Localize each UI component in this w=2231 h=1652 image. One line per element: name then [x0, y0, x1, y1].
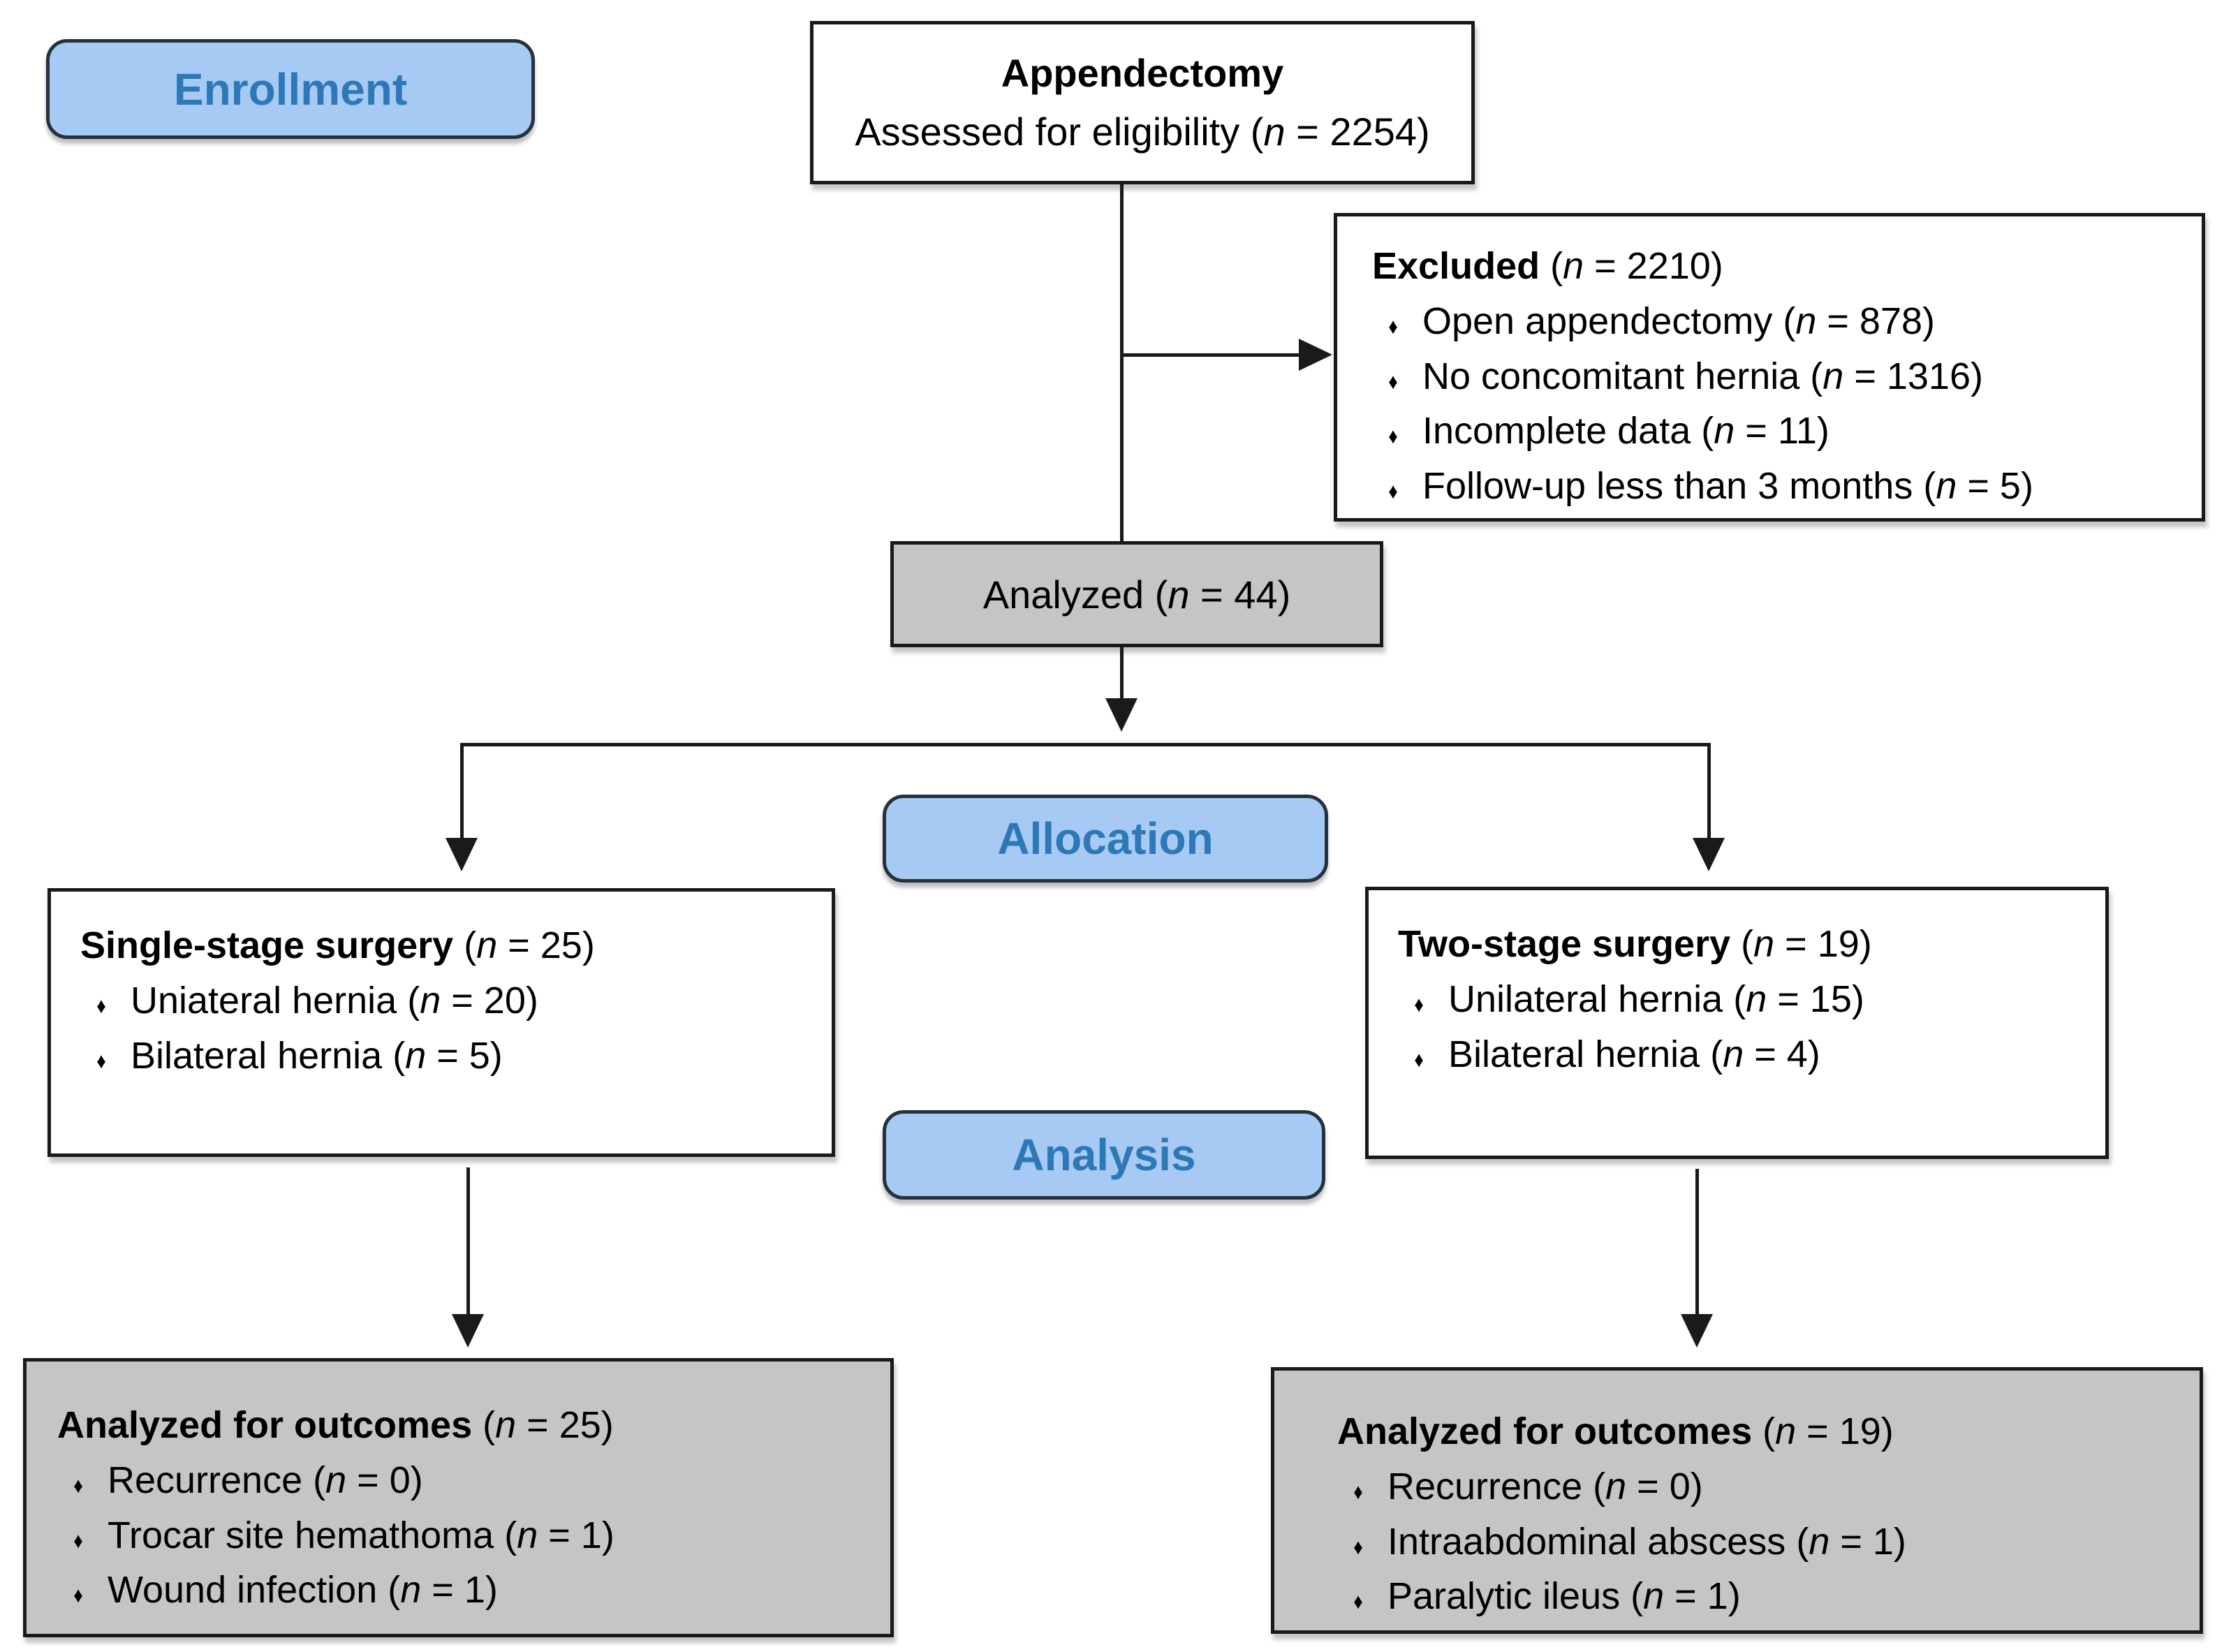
outcomes-single-box: Analyzed for outcomes (n = 25) ♦ Recurren…: [23, 1358, 894, 1637]
two-stage-box: Two-stage surgery (n = 19) ♦ Unilateral h…: [1365, 887, 2109, 1159]
bullet-item-label: Recurrence (n = 0): [1387, 1465, 1703, 1507]
bullet-item: ♦ Bilateral hernia (n = 5): [80, 1028, 807, 1084]
bullet-item: ♦ Trocar site hemathoma (n = 1): [57, 1508, 865, 1563]
eligibility-subtitle: Assessed for eligibility (n = 2254): [855, 110, 1430, 154]
connector-split-two: [1707, 743, 1711, 841]
arrowhead-right-icon: [1299, 339, 1332, 371]
stage-enrollment: Enrollment: [46, 39, 535, 139]
arrowhead-down-icon: [1681, 1314, 1713, 1348]
bullet-item: ♦ No concomitant hernia (n = 1316): [1372, 349, 2177, 404]
analyzed-box: Analyzed (n = 44): [890, 541, 1383, 647]
bullet-item: ♦ Incomplete data (n = 11): [1372, 404, 2177, 459]
diamond-bullet-icon: ♦: [1414, 1047, 1424, 1072]
single-stage-box: Single-stage surgery (n = 25) ♦ Uniateral…: [47, 888, 835, 1157]
single-stage-item-list: ♦ Uniateral hernia (n = 20) ♦ Bilateral her…: [80, 973, 807, 1084]
diamond-bullet-icon: ♦: [1353, 1479, 1363, 1504]
bullet-item-label: Open appendectomy (n = 878): [1422, 300, 1936, 342]
split-line: [460, 743, 1711, 746]
eligibility-box: Appendectomy Assessed for eligibility (n…: [810, 21, 1475, 184]
connector-single-outcomes: [466, 1167, 470, 1317]
bullet-item: ♦ Unilateral hernia (n = 15): [1398, 972, 2080, 1027]
bullet-item-label: Intraabdominal abscess (n = 1): [1387, 1520, 1906, 1563]
diamond-bullet-icon: ♦: [1353, 1589, 1363, 1614]
arrowhead-down-icon: [452, 1314, 484, 1348]
diamond-bullet-icon: ♦: [1388, 424, 1398, 449]
diamond-bullet-icon: ♦: [1388, 479, 1398, 504]
eligibility-title: Appendectomy: [1001, 51, 1284, 95]
bullet-item: ♦ Recurrence (n = 0): [57, 1453, 865, 1508]
arrowhead-down-icon: [1105, 698, 1137, 732]
diamond-bullet-icon: ♦: [1388, 314, 1398, 339]
outcomes-two-title: Analyzed for outcomes (n = 19): [1337, 1410, 1894, 1452]
diamond-bullet-icon: ♦: [1388, 369, 1398, 394]
connector-excluded-arm: [1121, 353, 1302, 357]
excluded-title: Excluded (n = 2210): [1372, 245, 1723, 287]
diamond-bullet-icon: ♦: [73, 1473, 83, 1498]
stage-allocation: Allocation: [883, 795, 1328, 883]
bullet-item: ♦ Bilateral hernia (n = 4): [1398, 1027, 2080, 1082]
diamond-bullet-icon: ♦: [96, 1048, 106, 1073]
diamond-bullet-icon: ♦: [1353, 1534, 1363, 1559]
diamond-bullet-icon: ♦: [73, 1528, 83, 1553]
bullet-item-label: Wound infection (n = 1): [107, 1569, 498, 1612]
bullet-item: ♦ Intraabdominal abscess (n = 1): [1337, 1514, 2174, 1570]
analyzed-label: Analyzed (n = 44): [982, 572, 1291, 617]
bullet-item: ♦ Paralytic ileus (n = 1): [1337, 1569, 2174, 1624]
bullet-item-label: Follow-up less than 3 months (n = 5): [1422, 465, 2033, 508]
two-stage-title: Two-stage surgery (n = 19): [1398, 923, 1872, 965]
bullet-item: ♦ Follow-up less than 3 months (n = 5): [1372, 459, 2177, 514]
excluded-box: Excluded (n = 2210) ♦ Open appendectomy (…: [1334, 213, 2205, 522]
arrowhead-down-icon: [446, 838, 478, 871]
two-stage-item-list: ♦ Unilateral hernia (n = 15) ♦ Bilateral he…: [1398, 972, 2080, 1082]
bullet-item-label: Recurrence (n = 0): [107, 1459, 423, 1501]
diamond-bullet-icon: ♦: [73, 1583, 83, 1608]
single-stage-title: Single-stage surgery (n = 25): [80, 924, 595, 966]
diamond-bullet-icon: ♦: [96, 993, 106, 1018]
bullet-item-label: Paralytic ileus (n = 1): [1387, 1575, 1741, 1618]
bullet-item-label: Uniateral hernia (n = 20): [130, 979, 538, 1022]
bullet-item: ♦ Recurrence (n = 0): [1337, 1459, 2174, 1514]
outcomes-two-box: Analyzed for outcomes (n = 19) ♦ Recurren…: [1271, 1367, 2203, 1634]
bullet-item-label: Unilateral hernia (n = 15): [1448, 978, 1864, 1020]
outcomes-single-item-list: ♦ Recurrence (n = 0) ♦ Trocar site hemathom…: [57, 1453, 865, 1618]
bullet-item-label: Trocar site hemathoma (n = 1): [107, 1514, 614, 1556]
bullet-item: ♦ Open appendectomy (n = 878): [1372, 294, 2177, 349]
arrowhead-down-icon: [1693, 838, 1725, 871]
outcomes-two-item-list: ♦ Recurrence (n = 0) ♦ Intraabdominal absce…: [1337, 1459, 2174, 1624]
outcomes-single-title: Analyzed for outcomes (n = 25): [57, 1404, 614, 1446]
connector-split-single: [460, 743, 464, 841]
stage-analysis: Analysis: [883, 1110, 1325, 1200]
connector-two-outcomes: [1695, 1169, 1699, 1317]
diamond-bullet-icon: ♦: [1414, 991, 1424, 1017]
connector-eligibility-analyzed: [1120, 184, 1124, 541]
bullet-item-label: Bilateral hernia (n = 4): [1448, 1033, 1820, 1075]
bullet-item: ♦ Wound infection (n = 1): [57, 1563, 865, 1618]
bullet-item-label: Bilateral hernia (n = 5): [130, 1034, 503, 1077]
bullet-item: ♦ Uniateral hernia (n = 20): [80, 973, 807, 1028]
excluded-item-list: ♦ Open appendectomy (n = 878) ♦ No concomit…: [1372, 294, 2177, 514]
bullet-item-label: No concomitant hernia (n = 1316): [1422, 355, 1983, 397]
bullet-item-label: Incomplete data (n = 11): [1422, 410, 1829, 452]
connector-analyzed-split: [1120, 647, 1124, 700]
